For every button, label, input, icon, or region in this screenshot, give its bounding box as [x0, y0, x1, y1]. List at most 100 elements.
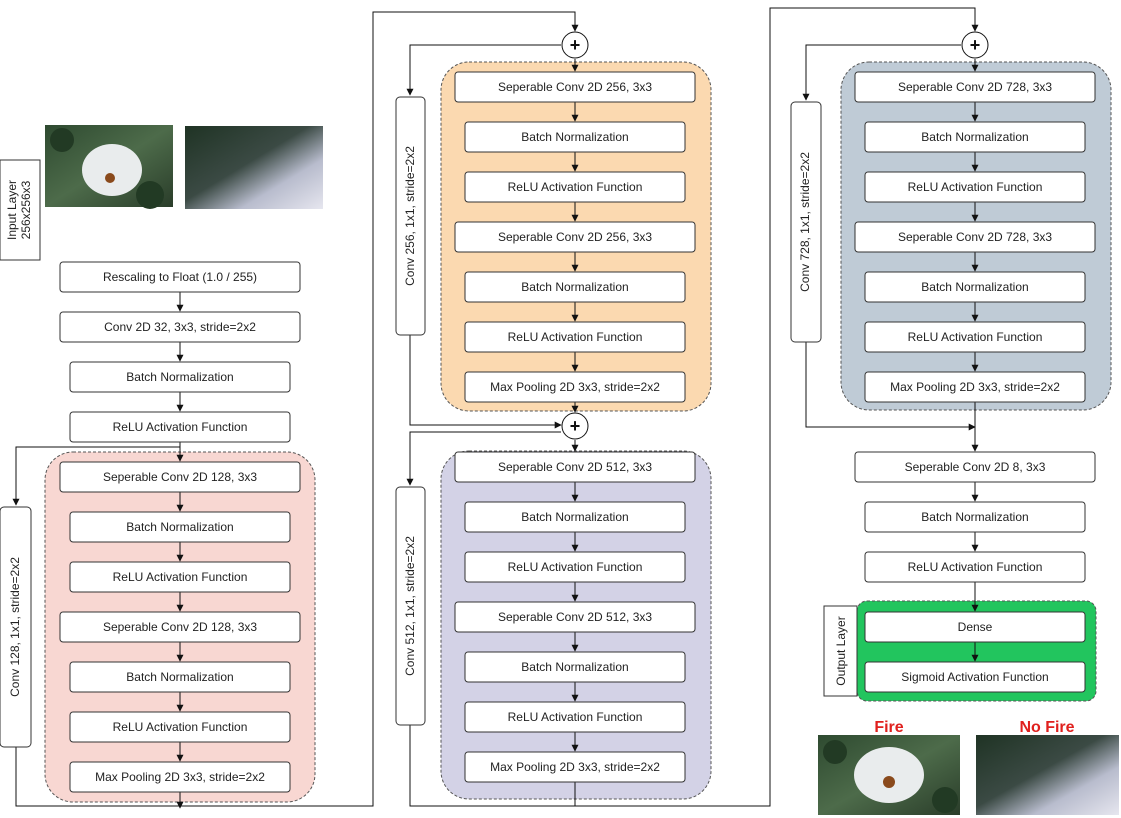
input-image-fire	[45, 125, 173, 209]
layer-box	[454, 601, 696, 633]
layer-box	[864, 171, 1086, 203]
skip-conv-256-box	[395, 96, 426, 336]
layer-box	[464, 121, 686, 153]
layer-batch-normalization: Batch Normalization	[864, 121, 1086, 153]
layer-seperable-conv-2d-128-3x3: Seperable Conv 2D 128, 3x3	[59, 461, 301, 493]
layer-relu-activation-function: ReLU Activation Function	[69, 711, 291, 743]
layer-box	[59, 311, 301, 343]
layer-box	[69, 361, 291, 393]
layer-label: ReLU Activation Function	[508, 710, 643, 724]
layer-label: Batch Normalization	[126, 670, 233, 684]
layer-box	[864, 551, 1086, 583]
layer-relu-activation-function: ReLU Activation Function	[464, 171, 686, 203]
layer-box	[69, 411, 291, 443]
layer-box	[864, 611, 1086, 643]
layer-max-pooling-2d-3x3-stride-2x2: Max Pooling 2D 3x3, stride=2x2	[69, 761, 291, 793]
layer-seperable-conv-2d-256-3x3: Seperable Conv 2D 256, 3x3	[454, 221, 696, 253]
layer-label: Dense	[958, 620, 993, 634]
skip-conv-128-box	[0, 506, 32, 748]
layer-label: Batch Normalization	[521, 660, 628, 674]
layer-box	[854, 221, 1096, 253]
layer-box	[59, 461, 301, 493]
layer-label: ReLU Activation Function	[113, 420, 248, 434]
layer-label: ReLU Activation Function	[113, 720, 248, 734]
add-symbol: +	[970, 35, 981, 55]
add-node-col3-top: +	[961, 31, 989, 59]
layer-label: Max Pooling 2D 3x3, stride=2x2	[490, 760, 660, 774]
skip-conv-128-label: Conv 128, 1x1, stride=2x2	[8, 557, 22, 697]
layer-label: ReLU Activation Function	[113, 570, 248, 584]
layer-box	[59, 611, 301, 643]
input-layer-shape: 256x256x3	[19, 180, 33, 239]
layer-box	[464, 651, 686, 683]
layer-relu-activation-function: ReLU Activation Function	[864, 171, 1086, 203]
layer-box	[464, 271, 686, 303]
layer-label: Seperable Conv 2D 128, 3x3	[103, 470, 257, 484]
layer-relu-activation-function: ReLU Activation Function	[464, 551, 686, 583]
input-layer-label: Input Layer	[5, 180, 19, 240]
layer-box	[464, 551, 686, 583]
layer-seperable-conv-2d-728-3x3: Seperable Conv 2D 728, 3x3	[854, 221, 1096, 253]
layer-box	[69, 511, 291, 543]
layer-box	[464, 171, 686, 203]
layer-box	[854, 451, 1096, 483]
layer-label: Batch Normalization	[126, 520, 233, 534]
layer-relu-activation-function: ReLU Activation Function	[864, 551, 1086, 583]
layer-relu-activation-function: ReLU Activation Function	[464, 701, 686, 733]
layer-label: ReLU Activation Function	[508, 180, 643, 194]
layer-max-pooling-2d-3x3-stride-2x2: Max Pooling 2D 3x3, stride=2x2	[464, 371, 686, 403]
layer-box	[464, 371, 686, 403]
layer-label: Seperable Conv 2D 256, 3x3	[498, 80, 652, 94]
layer-max-pooling-2d-3x3-stride-2x2: Max Pooling 2D 3x3, stride=2x2	[864, 371, 1086, 403]
layer-label: Seperable Conv 2D 128, 3x3	[103, 620, 257, 634]
layer-label: Seperable Conv 2D 728, 3x3	[898, 230, 1052, 244]
layer-box	[454, 451, 696, 483]
skip-conv-512-label: Conv 512, 1x1, stride=2x2	[403, 536, 417, 676]
caption-no-fire: No Fire	[1019, 719, 1074, 736]
layer-label: ReLU Activation Function	[508, 560, 643, 574]
layer-label: Batch Normalization	[521, 280, 628, 294]
layer-box	[864, 271, 1086, 303]
layer-label: Batch Normalization	[921, 280, 1028, 294]
layer-relu-activation-function: ReLU Activation Function	[69, 411, 291, 443]
layer-box	[69, 561, 291, 593]
output-image-no-fire	[976, 735, 1119, 815]
layer-conv-2d-32-3x3-stride-2x2: Conv 2D 32, 3x3, stride=2x2	[59, 311, 301, 343]
layer-seperable-conv-2d-728-3x3: Seperable Conv 2D 728, 3x3	[854, 71, 1096, 103]
layer-label: ReLU Activation Function	[908, 560, 1043, 574]
add-node-col2-top: +	[561, 31, 589, 59]
add-symbol: +	[570, 35, 581, 55]
layer-relu-activation-function: ReLU Activation Function	[864, 321, 1086, 353]
layer-seperable-conv-2d-8-3x3: Seperable Conv 2D 8, 3x3	[854, 451, 1096, 483]
layer-label: ReLU Activation Function	[908, 330, 1043, 344]
layer-box	[454, 221, 696, 253]
skip-conv-512-box	[395, 486, 426, 726]
layer-label: Max Pooling 2D 3x3, stride=2x2	[490, 380, 660, 394]
layer-box	[454, 71, 696, 103]
layer-box	[464, 701, 686, 733]
layer-box	[864, 121, 1086, 153]
layer-box	[864, 371, 1086, 403]
layer-sigmoid-activation-function: Sigmoid Activation Function	[864, 661, 1086, 693]
layer-label: Batch Normalization	[126, 370, 233, 384]
layer-box	[69, 761, 291, 793]
layer-label: Seperable Conv 2D 256, 3x3	[498, 230, 652, 244]
layer-label: ReLU Activation Function	[908, 180, 1043, 194]
skip-conv-728-box	[790, 101, 822, 343]
layer-batch-normalization: Batch Normalization	[864, 271, 1086, 303]
layer-batch-normalization: Batch Normalization	[464, 651, 686, 683]
add-symbol: +	[570, 416, 581, 436]
layer-label: Batch Normalization	[521, 510, 628, 524]
layer-seperable-conv-2d-128-3x3: Seperable Conv 2D 128, 3x3	[59, 611, 301, 643]
layer-label: Conv 2D 32, 3x3, stride=2x2	[104, 320, 256, 334]
layer-batch-normalization: Batch Normalization	[864, 501, 1086, 533]
layer-box	[864, 501, 1086, 533]
layer-box	[69, 661, 291, 693]
input-image-no-fire	[185, 126, 323, 209]
layer-label: Batch Normalization	[921, 130, 1028, 144]
layer-box	[464, 321, 686, 353]
layer-label: Max Pooling 2D 3x3, stride=2x2	[95, 770, 265, 784]
layer-box	[464, 501, 686, 533]
layer-label: Seperable Conv 2D 512, 3x3	[498, 610, 652, 624]
